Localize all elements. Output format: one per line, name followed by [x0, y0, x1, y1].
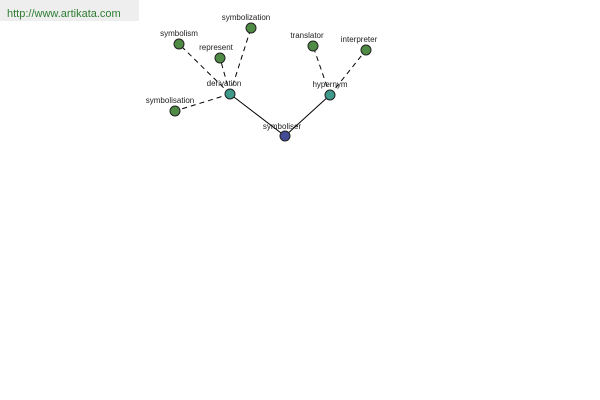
node-label-hypernym[interactable]: hypernym — [312, 80, 347, 89]
node-derivation[interactable] — [224, 88, 236, 100]
node-label-symbolisation[interactable]: symbolisation — [146, 96, 194, 105]
edge-derivation-symbolisation — [174, 93, 231, 112]
edge-derivation-symbolization — [229, 27, 252, 95]
graph-nodes — [169, 22, 372, 142]
node-label-interpreter[interactable]: interpreter — [341, 35, 378, 44]
edge-symboliser-hypernym — [284, 94, 331, 137]
node-label-derivation[interactable]: derivation — [207, 79, 242, 88]
node-symbolisation[interactable] — [169, 105, 181, 117]
graph-labels: symboliser derivation hypernym symbolism sym… — [146, 13, 378, 131]
url-text: http://www.artikata.com — [7, 8, 121, 20]
edge-derivation-symbolism — [178, 43, 231, 95]
node-label-symbolization[interactable]: symbolization — [222, 13, 270, 22]
node-represent[interactable] — [214, 52, 226, 64]
node-interpreter[interactable] — [360, 44, 372, 56]
edge-hypernym-interpreter — [329, 49, 367, 96]
node-label-symbolism[interactable]: symbolism — [160, 29, 198, 38]
node-symbolization[interactable] — [245, 22, 257, 34]
edge-symboliser-derivation — [229, 93, 286, 137]
node-translator[interactable] — [307, 40, 319, 52]
graph-edges — [174, 27, 367, 137]
node-symboliser[interactable] — [279, 130, 291, 142]
node-label-symboliser[interactable]: symboliser — [263, 122, 302, 131]
node-symbolism[interactable] — [173, 38, 185, 50]
edge-derivation-represent — [219, 57, 231, 95]
url-banner: http://www.artikata.com — [0, 0, 139, 21]
node-hypernym[interactable] — [324, 89, 336, 101]
node-label-represent[interactable]: represent — [199, 43, 234, 52]
node-label-translator[interactable]: translator — [290, 31, 324, 40]
